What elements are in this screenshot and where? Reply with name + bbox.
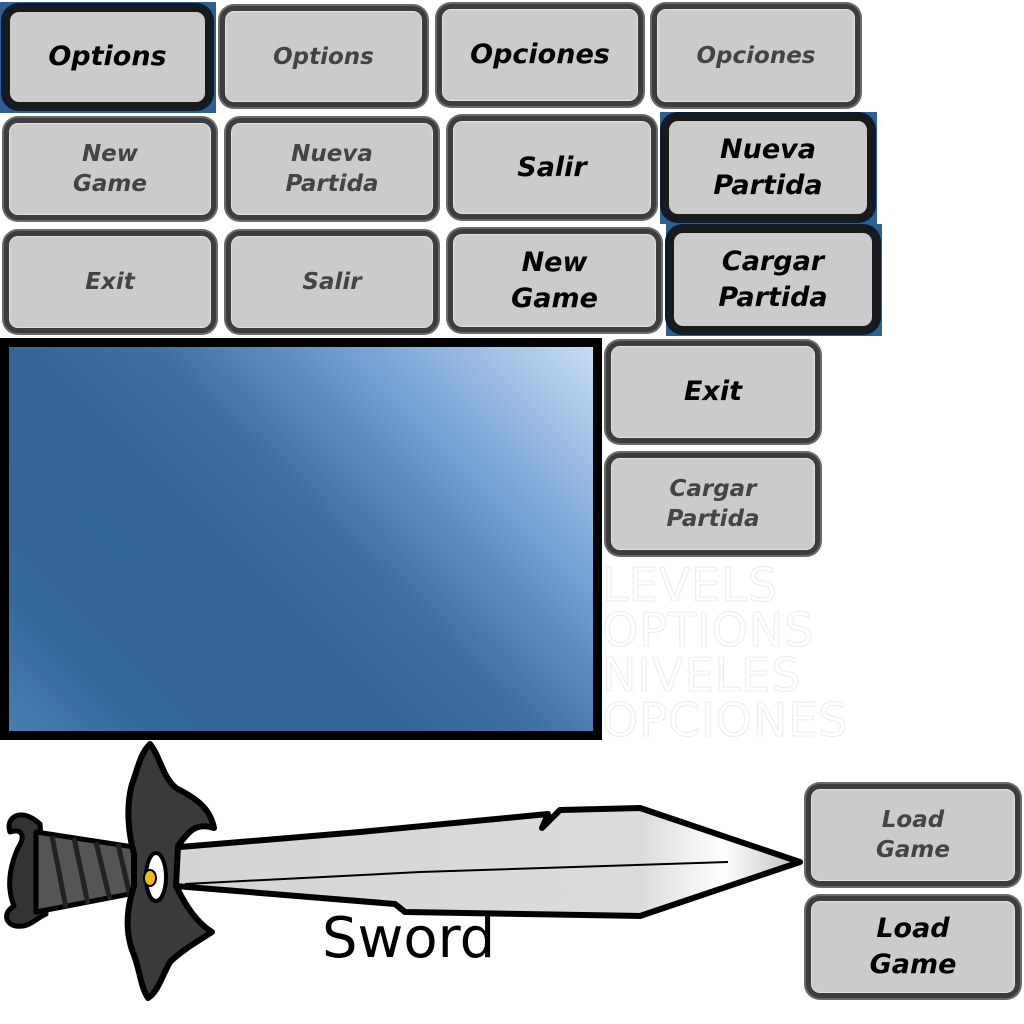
cargar-partida-button[interactable]: Cargar Partida [606,453,820,555]
levels-faint-label: LEVELS [602,558,779,612]
new-game-button-active[interactable]: New Game [448,229,661,332]
load-game-button[interactable]: Load Game [806,784,1020,886]
exit-button-active[interactable]: Exit [606,341,820,443]
sword-icon [4,741,803,1001]
opciones-faint-label: OPCIONES [602,693,849,747]
opciones-button-active[interactable]: Opciones [437,4,643,106]
load-game-button-active[interactable]: Load Game [806,896,1020,998]
options-button[interactable]: Options [220,6,427,107]
salir-button[interactable]: Salir [226,231,438,333]
sword-label: Sword [322,906,496,971]
new-game-button[interactable]: New Game [4,118,216,220]
sword-blade [165,805,803,919]
options-button-active[interactable]: Options [5,7,210,107]
blue-gradient-panel [0,338,602,740]
opciones-button[interactable]: Opciones [652,4,860,107]
salir-button-active[interactable]: Salir [448,116,656,219]
cargar-partida-button-active[interactable]: Cargar Partida [669,228,877,331]
exit-button[interactable]: Exit [4,231,216,333]
sword-crossguard [124,741,217,1001]
options-faint-label: OPTIONS [602,603,815,657]
nueva-partida-button[interactable]: Nueva Partida [226,118,438,220]
niveles-faint-label: NIVELES [602,648,802,702]
nueva-partida-button-active[interactable]: Nueva Partida [664,116,872,219]
